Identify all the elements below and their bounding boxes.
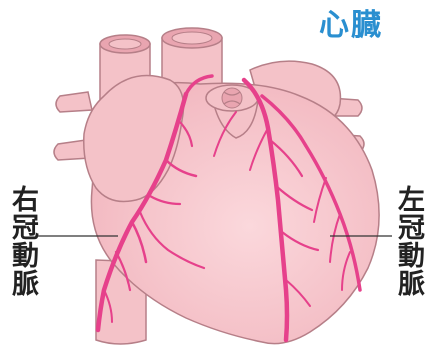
left-coronary-label: 左冠動脈	[390, 176, 424, 306]
diagram-title: 心臓	[286, 6, 416, 46]
right-coronary-label: 右冠動脈	[4, 176, 38, 306]
